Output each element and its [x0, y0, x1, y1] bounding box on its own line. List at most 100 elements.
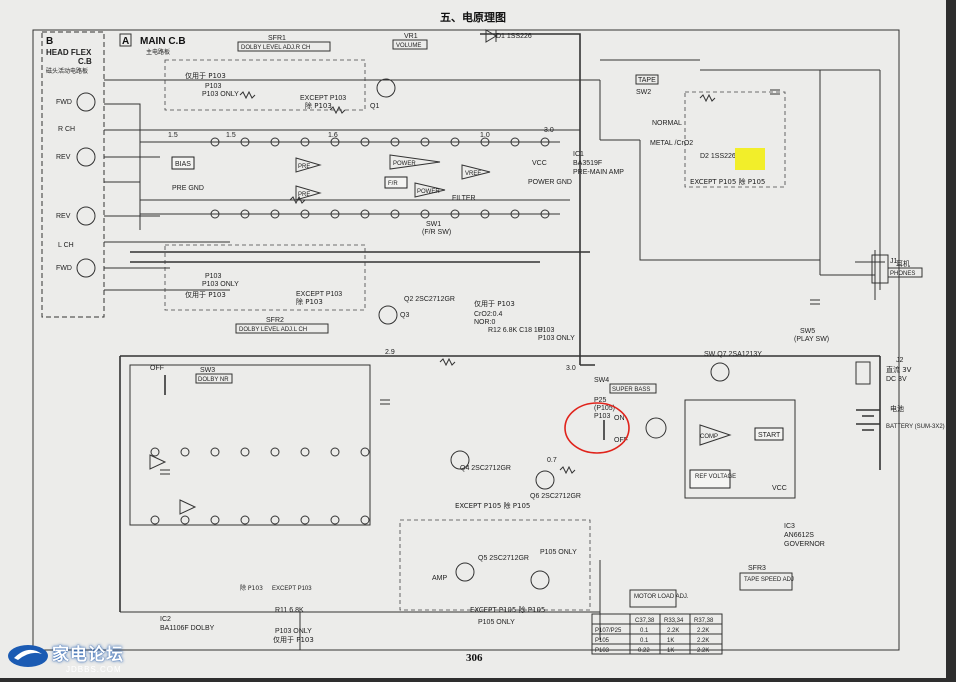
highlight-sticker: [735, 148, 765, 170]
component-table: C37,38 R33,34 R37,38 P107/P25 0.1 2.2K 2…: [591, 613, 723, 655]
label-vr1: VR1: [404, 33, 418, 40]
v-label-8: 0.7: [547, 457, 557, 464]
label-sw4: SW4: [594, 377, 609, 384]
label-p103-only-cn: 仅用于 P103: [273, 635, 314, 644]
table-cell: 2.2K: [667, 628, 679, 634]
label-sfr2: SFR2: [266, 317, 284, 324]
ic1-desc: PRE-MAIN AMP: [573, 169, 624, 176]
ic3-block: COMP START REF VOLTAGE VCC IC3 AN6612S G…: [684, 399, 825, 548]
table-head-2: R33,34: [664, 618, 684, 624]
ic2-area: [129, 364, 371, 526]
ic1-block-vref: VREF: [465, 171, 481, 177]
head-fwd-r: [76, 92, 96, 112]
label-j2: J2: [896, 357, 904, 364]
v-label-7: 3.0: [566, 365, 576, 372]
label-dc3v-en: DC 3V: [886, 376, 907, 383]
table-cell: 2.2K: [697, 628, 709, 634]
transistor-q4: [450, 450, 470, 470]
output-wires: [599, 59, 881, 290]
label-dolby-l: DOLBY LEVEL ADJ.L CH: [239, 327, 307, 333]
label-off-1: OFF: [150, 365, 164, 372]
ic1-block-pre-1: PRE: [298, 164, 310, 170]
label-q6: Q6 2SC2712GR: [530, 493, 581, 500]
label-amp: AMP: [432, 575, 448, 582]
ic3-part: AN6612S: [784, 532, 814, 539]
ic1-inputs: [140, 129, 580, 215]
diagram-title: 五、电原理图: [440, 11, 506, 24]
table-cell: P105: [595, 638, 610, 644]
table-cell: P103: [595, 648, 610, 654]
label-rch: R CH: [58, 126, 75, 133]
ic1-part: BA3519F: [573, 160, 602, 167]
label-normal: NORMAL: [652, 120, 682, 127]
highlight-circle: [564, 402, 630, 454]
region-except-p105: [684, 91, 786, 188]
label-sw1: SW1: [426, 221, 441, 228]
ic1-block-fr: F/R: [388, 181, 398, 187]
ic1-block-filter: FILTER: [452, 195, 476, 202]
label-dolby-r: DOLBY LEVEL ADJ.R CH: [241, 45, 310, 51]
region-p103-lower: [164, 244, 366, 311]
label-sfr1: SFR1: [268, 35, 286, 42]
capacitors: [160, 89, 820, 475]
table-cell: 1K: [667, 648, 674, 654]
label-phones-cn: 耳机: [896, 259, 910, 268]
label-r11: R11 6.8K: [275, 607, 304, 614]
label-except-p103-cn-1: 除 P103: [305, 101, 332, 110]
ic1-block-power-2: POWER: [417, 189, 440, 195]
main-cb-block: A MAIN C.B 主电路板: [119, 33, 186, 56]
transistor-q5: [455, 562, 475, 582]
transistor-q6: [535, 470, 555, 490]
label-p103-only-3: P103 ONLY: [275, 628, 312, 635]
label-tape: TAPE: [638, 77, 656, 84]
label-rev-2: REV: [56, 213, 71, 220]
ic1-block-pre-2: PRE: [298, 192, 310, 198]
ic2-amps: [149, 454, 197, 515]
label-lch: L CH: [58, 242, 74, 249]
watermark-en: JDBBS.COM: [66, 665, 122, 674]
transistor-q7: [710, 362, 730, 382]
head-flex-cn: 磁头活动电路板: [46, 67, 88, 75]
table-cell: 2.2K: [697, 638, 709, 644]
label-p103-only-4: P103 ONLY: [538, 335, 575, 342]
label-p103-1: P103: [205, 83, 221, 90]
v-label-5: 3.0: [544, 127, 554, 134]
transistor-q1: [376, 78, 396, 98]
label-q7: SW Q7 2SA1213Y: [704, 351, 762, 358]
power-rails: [130, 33, 595, 366]
ic1-block-power-1: POWER: [393, 161, 416, 167]
head-flex-sub: C.B: [78, 57, 92, 66]
watermark-logo: 家电论坛 JDBBS.COM: [6, 640, 146, 678]
label-p103-only-2: P103 ONLY: [202, 281, 239, 288]
label-sw3: SW3: [200, 367, 215, 374]
label-motor-load: MOTOR LOAD ADJ.: [634, 594, 689, 600]
region-p103-upper: [164, 59, 366, 111]
label-r12: R12 6.8K C18 1U: [488, 327, 543, 334]
ic3-block-start: START: [758, 432, 781, 439]
label-p105-only: P105 ONLY: [540, 549, 577, 556]
label-q1: Q1: [370, 103, 379, 110]
v-label-2: 1.5: [226, 132, 236, 139]
drawing-frame: [32, 29, 900, 651]
ic3-block-ref: REF VOLTAGE: [695, 474, 736, 480]
v-label-6: 2.9: [385, 349, 395, 356]
table-cell: 0.1: [640, 638, 649, 644]
table-cell: 2.2K: [697, 648, 709, 654]
label-cro2: CrO2:0.4: [474, 311, 503, 318]
label-except-p103-cn-2: 除 P103: [296, 297, 323, 306]
label-except-p105: EXCEPT P105 除 P105: [690, 177, 765, 186]
label-super-bass: SUPER BASS: [612, 387, 650, 393]
label-metal: METAL /CrO2: [650, 140, 693, 147]
main-cb-tag: A: [122, 36, 129, 47]
label-p103-3: P103: [538, 327, 554, 334]
label-q4: Q4 2SC2712GR: [460, 465, 511, 472]
head-fwd-l: [76, 258, 96, 278]
transistor-q5b: [530, 570, 550, 590]
table-cell: 0.22: [638, 648, 650, 654]
transistor-q3: [378, 305, 398, 325]
head-flex-tag: B: [46, 36, 53, 47]
label-on: ON: [614, 415, 625, 422]
label-for-p103-2: 仅用于 P103: [185, 290, 226, 299]
ic1-ref: IC1: [573, 151, 584, 158]
